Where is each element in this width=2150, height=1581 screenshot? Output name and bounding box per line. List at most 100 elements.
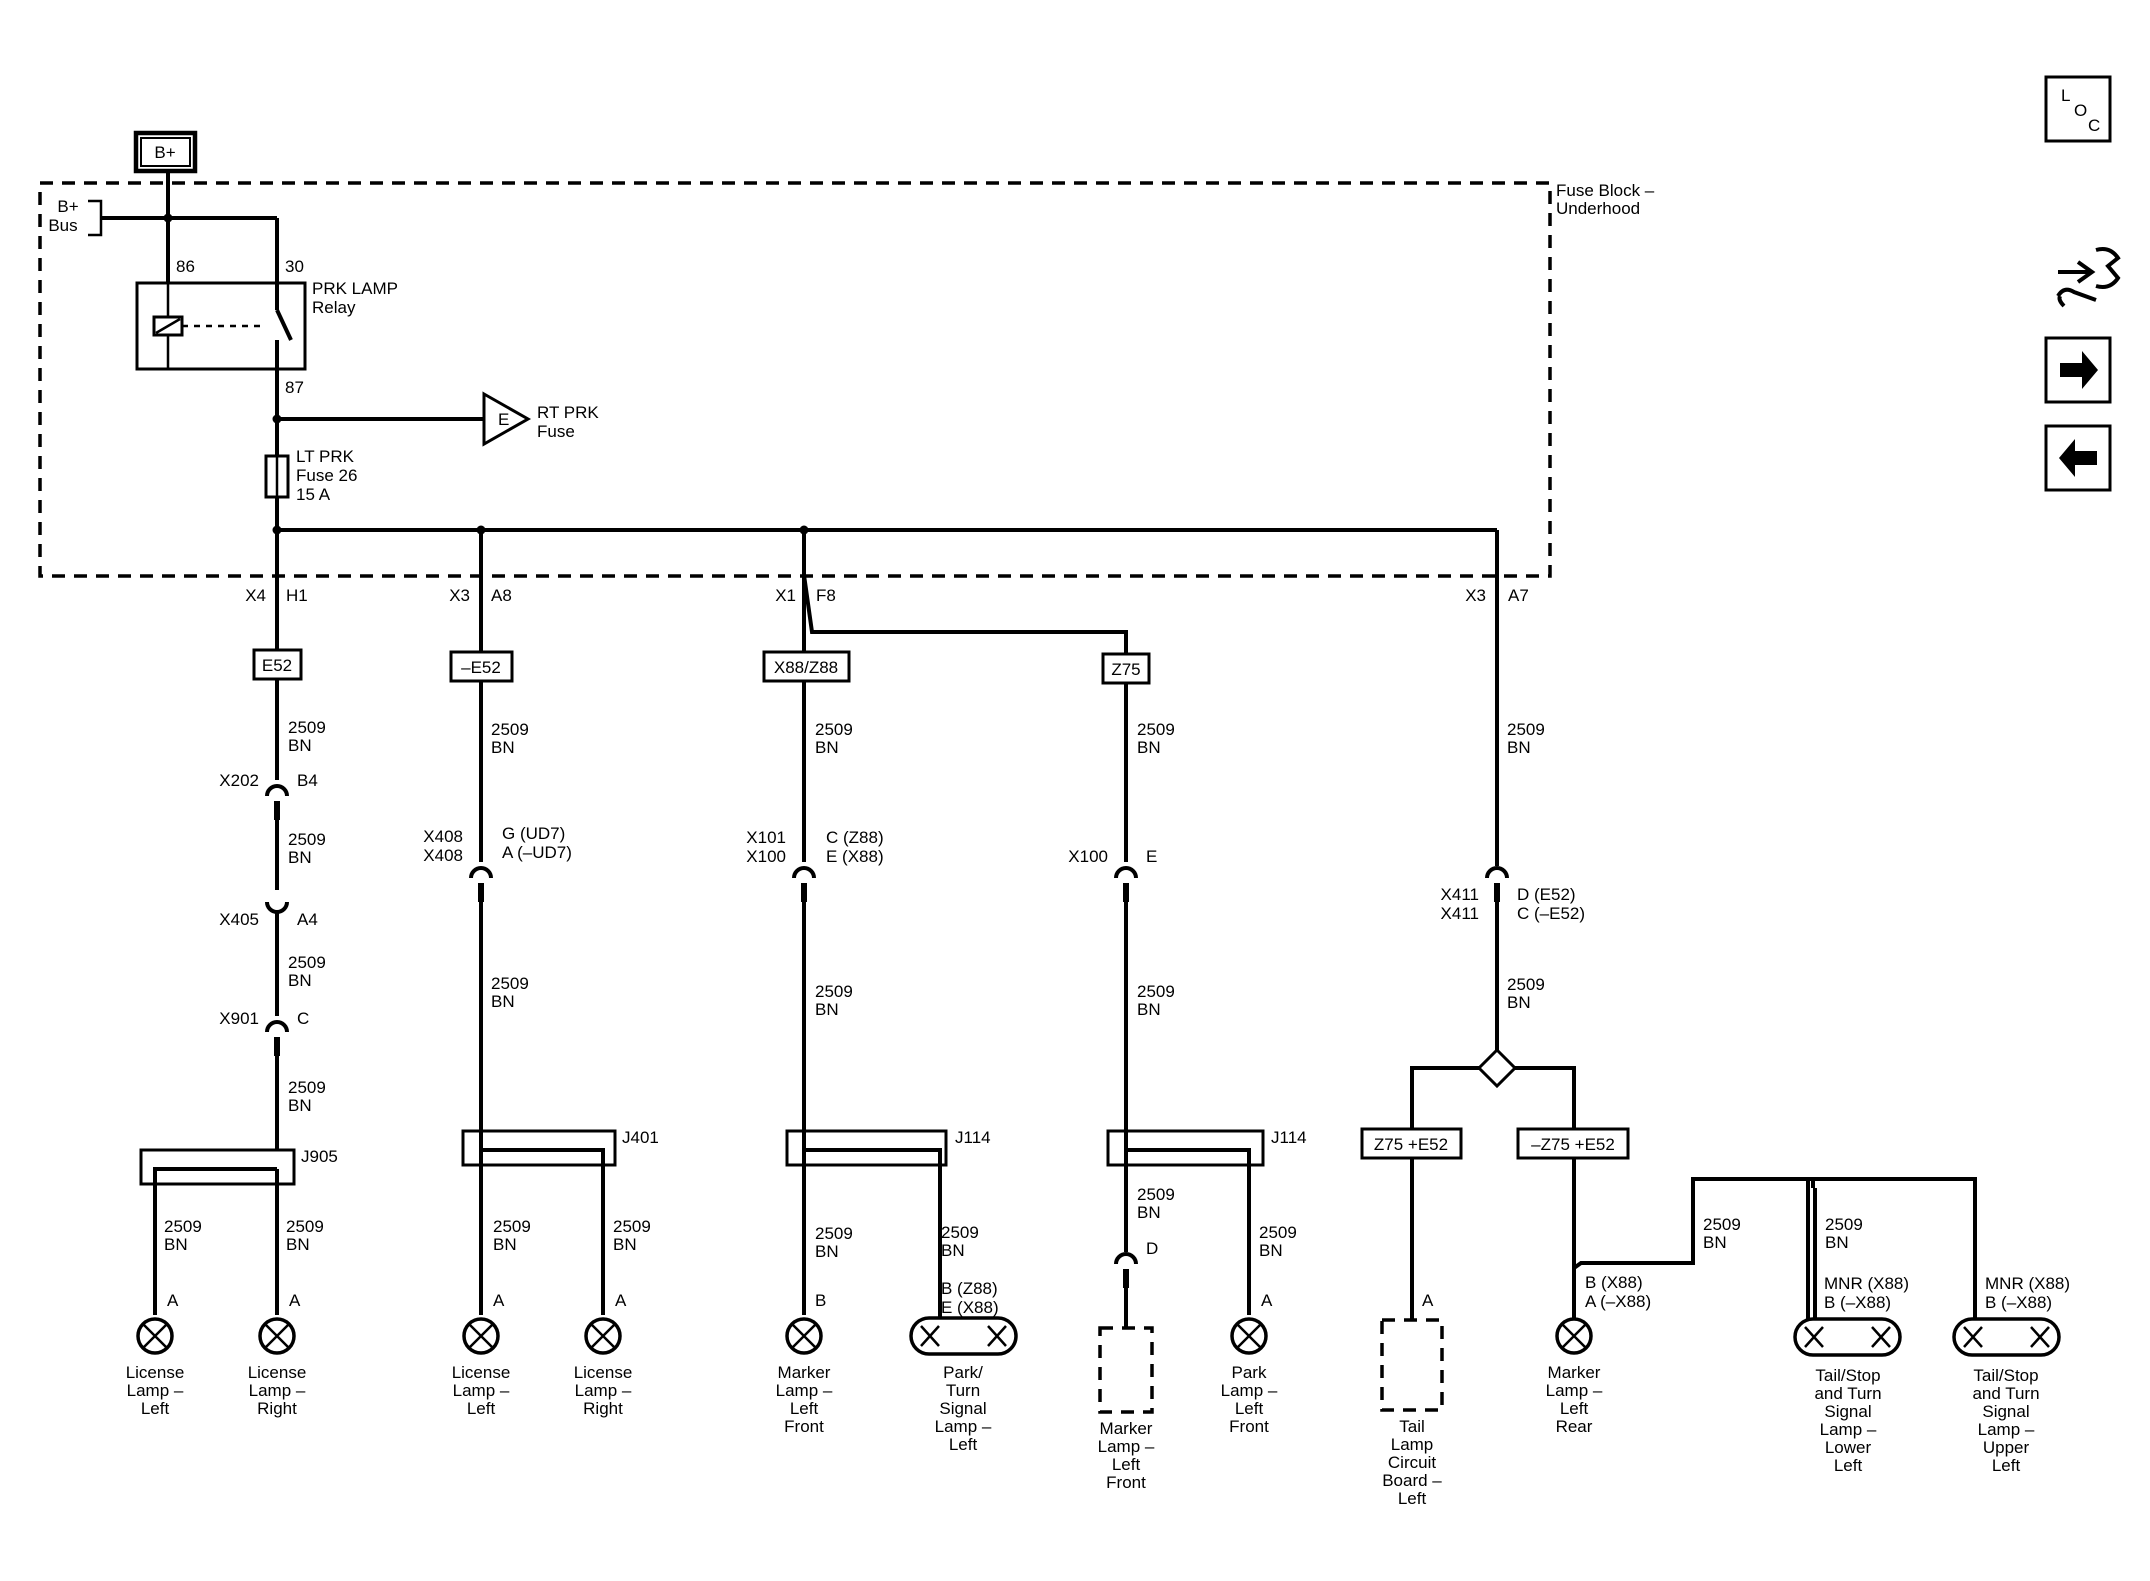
b5-tail-lamp-lower [1793, 1317, 1902, 1357]
b4-c1-pin: E [1146, 847, 1157, 866]
b5-mk-label-2: Lamp – [1546, 1381, 1603, 1400]
b1-w3-circuit: 2509 [288, 953, 326, 972]
b3-ml-label-3: Left [790, 1399, 819, 1418]
b5-c1-name-1: X411 [1441, 885, 1479, 904]
b2-lr-label-3: Right [583, 1399, 623, 1418]
previous-page-button[interactable] [2044, 424, 2112, 492]
b4-w3-color: BN [1137, 1203, 1161, 1222]
b2-w2-color: BN [491, 992, 515, 1011]
b3-pin: F8 [816, 586, 836, 605]
b3-park-turn-lamp [909, 1316, 1018, 1356]
b5-w2-circuit: 2509 [1507, 975, 1545, 994]
b5-lower-pin-2: B (–X88) [1824, 1293, 1891, 1312]
connector-icon[interactable] [2056, 247, 2121, 308]
rt-fuse-offpage-marker [482, 391, 532, 447]
b3-w4-circuit: 2509 [941, 1223, 979, 1242]
b5-tu-label-2: and Turn [1972, 1384, 2039, 1403]
b3-ml-label-1: Marker [778, 1363, 831, 1382]
relay-name-1: PRK LAMP [312, 279, 398, 298]
b5-c1-female [1485, 866, 1509, 879]
b1-w4-color: BN [288, 1096, 312, 1115]
b1-w6-color: BN [286, 1235, 310, 1254]
b2-license-lamp-left [462, 1317, 500, 1355]
b4-ml-label-1: Marker [1100, 1419, 1153, 1438]
b3-pl-label-2: Turn [946, 1381, 980, 1400]
b5-wire-opt-left [1410, 1066, 1479, 1129]
b3-c1-pin-1: C (Z88) [826, 828, 884, 847]
b3-w3-circuit: 2509 [815, 1224, 853, 1243]
b1-w5-color: BN [164, 1235, 188, 1254]
bus-bracket [88, 199, 103, 237]
bus-label-1: B+ [57, 197, 78, 216]
b5-w4-circuit: 2509 [1825, 1215, 1863, 1234]
bus-label-2: Bus [48, 216, 77, 235]
b5-tl-label-1: Tail/Stop [1815, 1366, 1880, 1385]
b1-pin: H1 [286, 586, 308, 605]
b5-bd-label-4: Board – [1382, 1471, 1442, 1490]
b4-w2-color: BN [1137, 1000, 1161, 1019]
b2-pin: A8 [491, 586, 512, 605]
b3-ml-label-4: Front [784, 1417, 824, 1436]
b3-w1-color: BN [815, 738, 839, 757]
b3-splice-name: J114 [955, 1128, 991, 1147]
b5-w3-color: BN [1703, 1233, 1727, 1252]
b1-w2-circuit: 2509 [288, 830, 326, 849]
b5-bd-label-3: Circuit [1388, 1453, 1436, 1472]
b3-marker-pin: B [815, 1291, 826, 1310]
b5-wire-tail-feed [1572, 1177, 1810, 1319]
b1-license-lamp-right [258, 1317, 296, 1355]
b3-pl-label-4: Lamp – [935, 1417, 992, 1436]
b1-ll-label-3: Left [141, 1399, 170, 1418]
b1-lr-label-2: Lamp – [249, 1381, 306, 1400]
arrow-left-icon [2059, 439, 2097, 477]
b4-w1-color: BN [1137, 738, 1161, 757]
b1-lr-label-1: License [248, 1363, 307, 1382]
b5-option-right: –Z75 +E52 [1531, 1135, 1615, 1154]
b5-mk-label-4: Rear [1556, 1417, 1593, 1436]
b2-splice-name: J401 [622, 1128, 659, 1147]
fuse-block-boundary [38, 181, 1552, 578]
b1-c1-female [265, 784, 289, 797]
b2-lr-label-2: Lamp – [575, 1381, 632, 1400]
b3-connector: X1 [775, 586, 796, 605]
next-page-button[interactable] [2044, 336, 2112, 404]
b4-w4-color: BN [1259, 1241, 1283, 1260]
prk-lamp-relay [135, 281, 307, 371]
b4-w3-circuit: 2509 [1137, 1185, 1175, 1204]
loc-letter-l: L [2061, 86, 2070, 105]
b5-marker-lamp-rear [1555, 1317, 1593, 1355]
b3-pl-label-5: Left [949, 1435, 978, 1454]
b2-w2-circuit: 2509 [491, 974, 529, 993]
b4-splice-name: J114 [1271, 1128, 1307, 1147]
b5-tl-label-5: Lower [1825, 1438, 1872, 1457]
b4-ml-label-2: Lamp – [1098, 1437, 1155, 1456]
b2-lamp-left-pin: A [493, 1291, 505, 1310]
splice-dot-bus [163, 213, 173, 223]
b1-option: E52 [262, 656, 292, 675]
splice-dot-fuse [272, 414, 282, 424]
b2-option-box [449, 650, 514, 683]
b2-c1-pin-2: A (–UD7) [502, 843, 572, 862]
b2-license-lamp-right [584, 1317, 622, 1355]
b1-ll-label-1: License [126, 1363, 185, 1382]
b1-c2-name: X405 [219, 910, 259, 929]
b5-mk-label-1: Marker [1548, 1363, 1601, 1382]
b1-lamp-left-pin: A [167, 1291, 179, 1310]
loc-button[interactable]: L O C [2044, 75, 2112, 143]
b5-wire-tail-upper [1808, 1177, 1977, 1319]
b5-wire-opt-right [1515, 1066, 1576, 1129]
b1-c1-name: X202 [219, 771, 259, 790]
relay-pin-30: 30 [285, 257, 304, 276]
b3-w2-circuit: 2509 [815, 982, 853, 1001]
b5-tl-label-6: Left [1834, 1456, 1863, 1475]
b2-c1-pin-1: G (UD7) [502, 824, 565, 843]
b5-tl-label-4: Lamp – [1820, 1420, 1877, 1439]
b2-option: –E52 [461, 658, 501, 677]
b4-w4-circuit: 2509 [1259, 1223, 1297, 1242]
b5-w4-color: BN [1825, 1233, 1849, 1252]
b1-ll-label-2: Lamp – [127, 1381, 184, 1400]
b4-option: Z75 [1111, 660, 1140, 679]
b5-marker-pin-1: B (X88) [1585, 1273, 1643, 1292]
b5-tail-lamp-upper [1952, 1317, 2061, 1357]
